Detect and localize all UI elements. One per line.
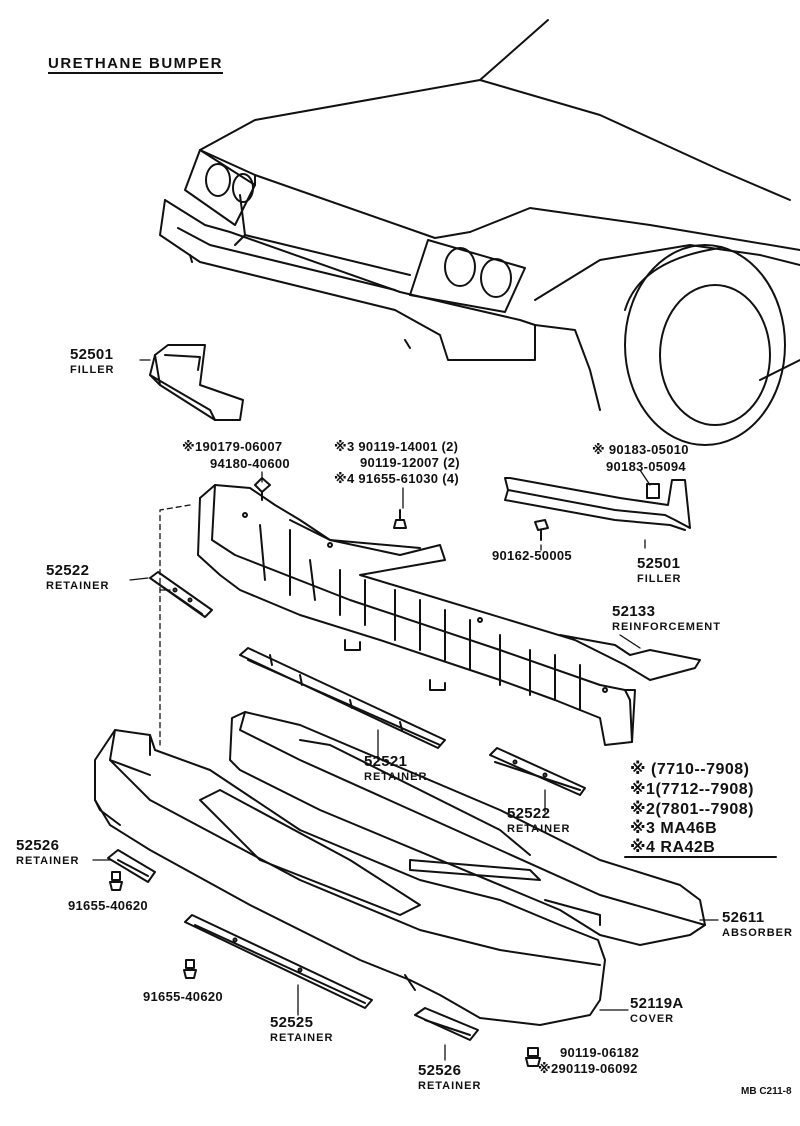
legend-line-4: ※3 MA46B [630, 820, 718, 837]
retainer-52526-left-part [107, 849, 156, 883]
part-name-retainer-52526-bottom: RETAINER [418, 1080, 482, 1092]
hardware-top-right-2: 90183-05094 [606, 459, 686, 474]
retainer-52522-left-part [149, 571, 213, 618]
hardware-bolt-left-1: 91655-40620 [68, 898, 148, 913]
hardware-top-mid-2: 90119-12007 (2) [360, 455, 460, 470]
hardware-bottom-1: 90119-06182 [560, 1045, 640, 1060]
legend-line-3: ※2(7801--7908) [630, 801, 754, 818]
bolt-bottom [525, 1047, 541, 1067]
part-name-retainer-52522-left: RETAINER [46, 580, 110, 592]
part-name-retainer-52522-right: RETAINER [507, 823, 571, 835]
part-name-filler-right: FILLER [637, 573, 682, 585]
footer-code: MB C211-8 [741, 1086, 792, 1097]
bolt-left-2 [183, 959, 197, 979]
part-number-retainer-52522-left: 52522 [46, 562, 90, 579]
hardware-top-left-1: ※190179-06007 [182, 439, 283, 454]
part-name-retainer-52521: RETAINER [364, 771, 428, 783]
absorber-part [229, 711, 706, 946]
part-name-reinforcement: REINFORCEMENT [612, 621, 721, 633]
part-name-retainer-52525: RETAINER [270, 1032, 334, 1044]
part-number-reinforcement: 52133 [612, 603, 656, 620]
part-number-filler-left: 52501 [70, 346, 114, 363]
part-number-retainer-52525: 52525 [270, 1014, 314, 1031]
bumper-cover-part [94, 729, 606, 1026]
hardware-bolt-left-2: 91655-40620 [143, 989, 223, 1004]
part-number-retainer-52526-left: 52526 [16, 837, 60, 854]
bolt-top-middle [393, 509, 407, 529]
part-number-retainer-52521: 52521 [364, 753, 408, 770]
car-body-outline [159, 19, 800, 446]
part-number-absorber: 52611 [722, 909, 765, 926]
legend-line-5: ※4 RA42B [630, 839, 716, 856]
filler-right-part [504, 477, 691, 531]
reinforcement-part [197, 484, 701, 746]
part-name-filler-left: FILLER [70, 364, 115, 376]
part-name-absorber: ABSORBER [722, 927, 793, 939]
hardware-bottom-2: ※290119-06092 [538, 1061, 638, 1076]
part-number-cover: 52119A [630, 995, 684, 1012]
part-name-retainer-52526-left: RETAINER [16, 855, 80, 867]
hardware-top-left-2: 94180-40600 [210, 456, 290, 471]
part-name-cover: COVER [630, 1013, 675, 1025]
hardware-top-right-1: ※ 90183-05010 [592, 442, 689, 457]
leader-lines [92, 359, 719, 1061]
part-number-filler-right: 52501 [637, 555, 681, 572]
dashed-alignment-line [159, 504, 191, 746]
legend-line-1: ※ (7710--7908) [630, 761, 750, 778]
hardware-top-mid-3: ※4 91655-61030 (4) [334, 471, 460, 486]
hardware-screw-filler: 90162-50005 [492, 548, 572, 563]
retainer-52522-right-part [489, 747, 586, 796]
filler-left-part [149, 344, 244, 421]
bolt-top-left [254, 477, 271, 501]
diagram-title: URETHANE BUMPER [48, 55, 224, 74]
part-number-retainer-52522-right: 52522 [507, 805, 551, 822]
retainer-52526-bottom-part [414, 1007, 479, 1041]
legend-line-2: ※1(7712--7908) [630, 781, 754, 798]
bolt-left-1 [109, 871, 123, 891]
part-number-retainer-52526-bottom: 52526 [418, 1062, 462, 1079]
hardware-top-mid-1: ※3 90119-14001 (2) [334, 439, 459, 454]
bolt-top-right [534, 519, 549, 541]
retainer-52525-part [184, 914, 373, 1009]
retainer-52521-part [239, 647, 446, 749]
